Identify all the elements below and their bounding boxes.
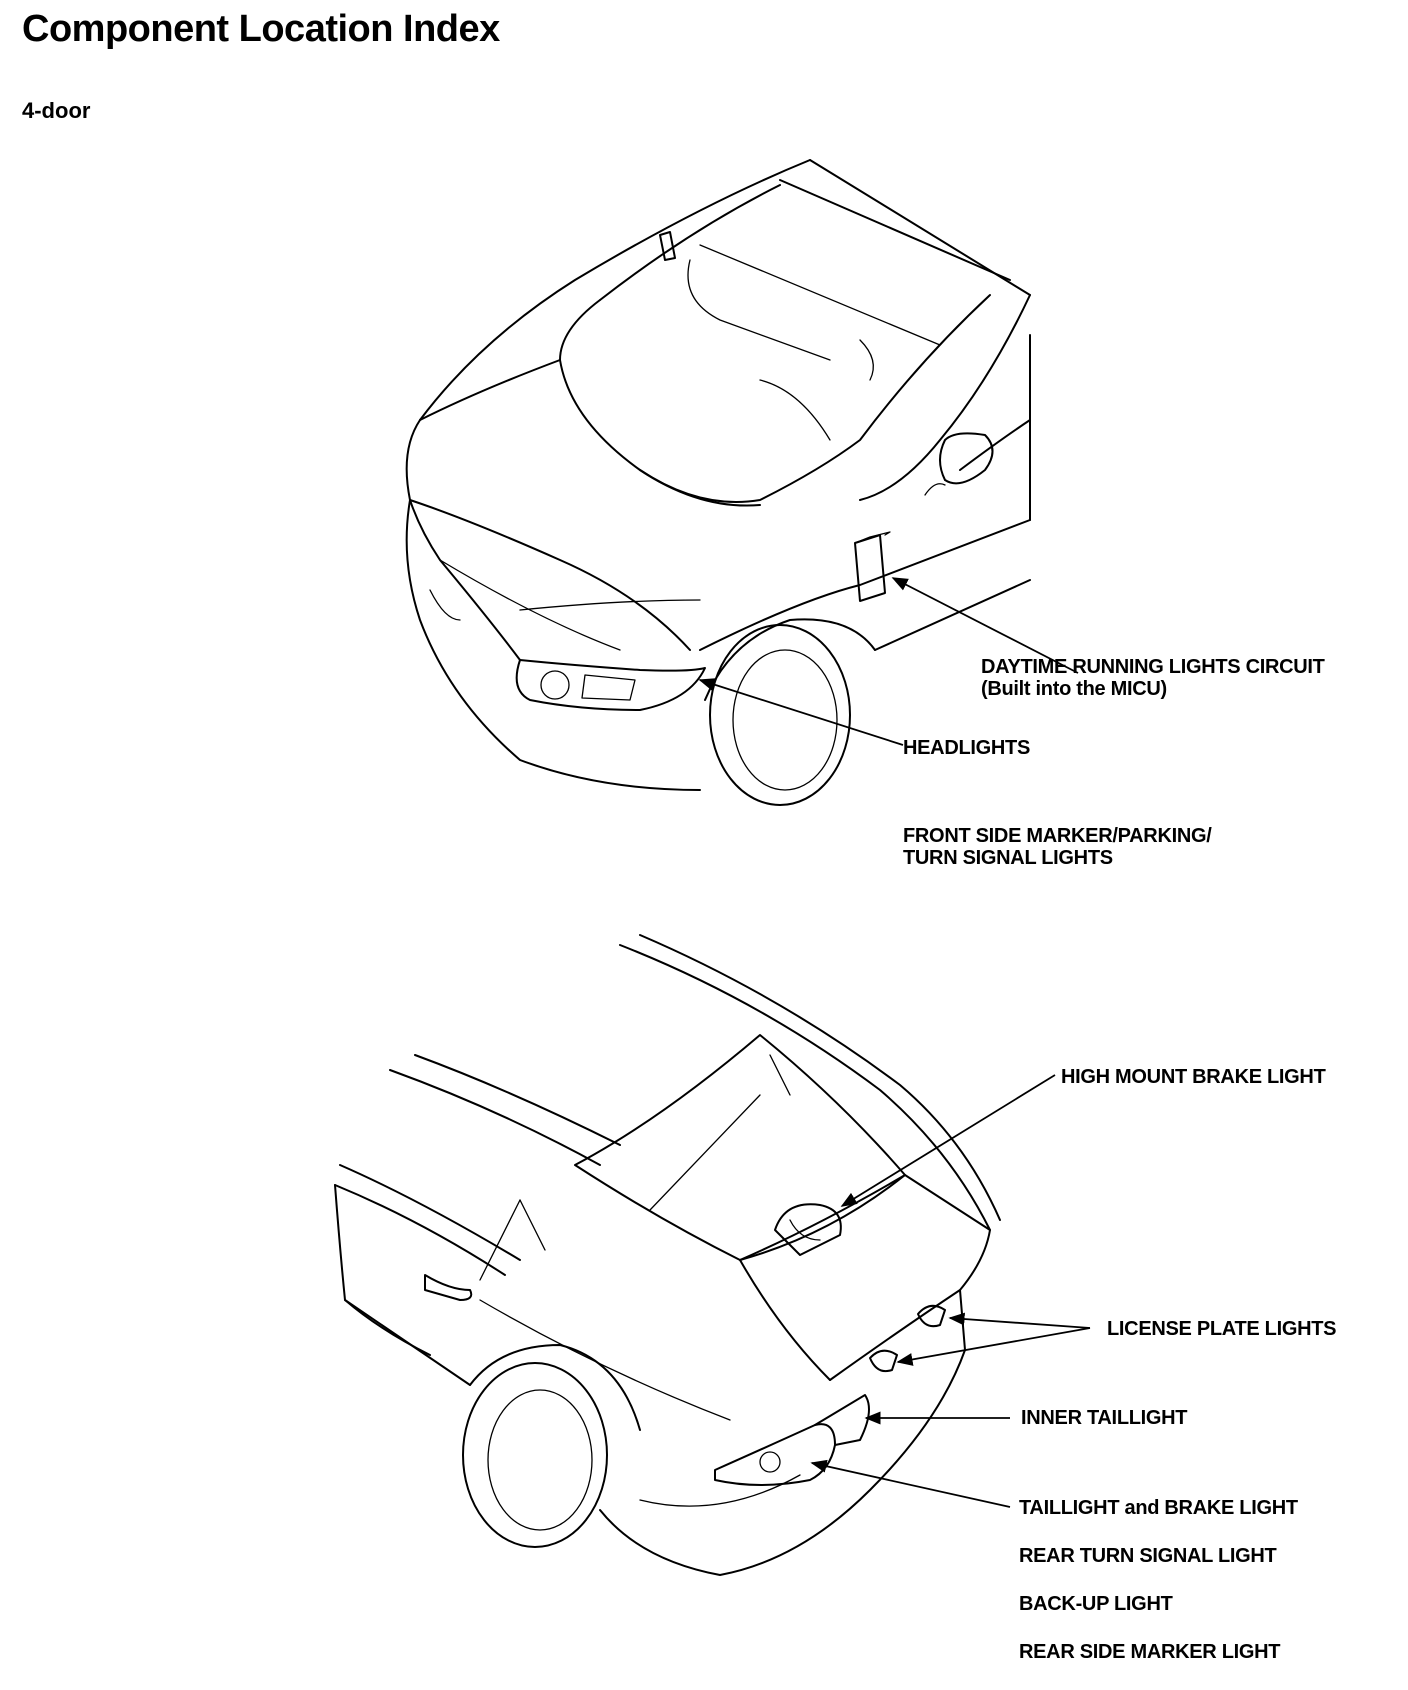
page-title: Component Location Index [22, 8, 500, 50]
front-car-illustration [405, 159, 1031, 806]
callout-back-up-light: BACK-UP LIGHT [1019, 1593, 1173, 1615]
callout-inner-taillight: INNER TAILLIGHT [1021, 1407, 1188, 1429]
taillight-leader [810, 1459, 1011, 1508]
license-plate-leader-upper [948, 1312, 1091, 1329]
callout-taillight-brake-light: TAILLIGHT and BRAKE LIGHT [1019, 1497, 1298, 1519]
rear-car-illustration [334, 934, 1001, 1576]
callout-headlights: HEADLIGHTS [903, 737, 1031, 759]
callout-rear-turn-signal-light: REAR TURN SIGNAL LIGHT [1019, 1545, 1277, 1567]
callout-high-mount-brake-light: HIGH MOUNT BRAKE LIGHT [1061, 1066, 1326, 1088]
headlights-leader [698, 678, 904, 746]
high-mount-brake-leader [840, 1074, 1056, 1207]
callout-front-side-marker-line2: TURN SIGNAL LIGHTS [903, 847, 1113, 869]
callout-daytime-running-lights-circuit: DAYTIME RUNNING LIGHTS CIRCUIT (Built in… [981, 656, 1325, 700]
license-plate-leader-lower [896, 1327, 1091, 1366]
callout-front-side-marker: FRONT SIDE MARKER/PARKING/ TURN SIGNAL L… [903, 825, 1212, 869]
callout-license-plate-lights: LICENSE PLATE LIGHTS [1107, 1318, 1337, 1340]
callout-rear-side-marker-light: REAR SIDE MARKER LIGHT [1019, 1641, 1281, 1663]
body-variant-label: 4-door [22, 98, 91, 123]
callout-front-side-marker-line1: FRONT SIDE MARKER/PARKING/ [903, 825, 1212, 847]
drl-circuit-leader [891, 577, 1079, 674]
callout-drl-line1: DAYTIME RUNNING LIGHTS CIRCUIT [981, 656, 1325, 678]
callout-drl-line2: (Built into the MICU) [981, 678, 1167, 700]
